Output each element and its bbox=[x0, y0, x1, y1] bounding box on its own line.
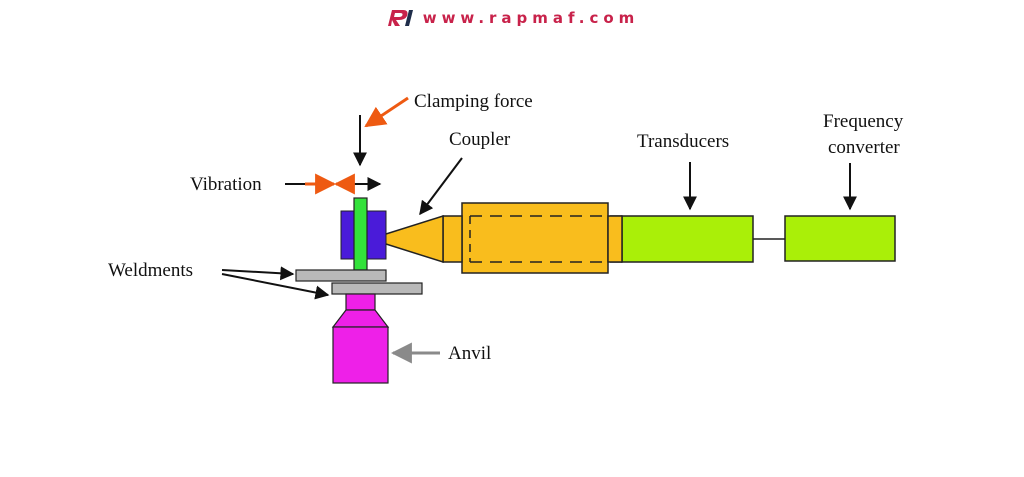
transducer-box bbox=[621, 215, 754, 263]
weldment-lower bbox=[331, 282, 423, 295]
label-converter: converter bbox=[828, 137, 900, 158]
site-header: www.rapmaf.com bbox=[0, 4, 1024, 32]
label-vibration: Vibration bbox=[190, 174, 262, 195]
label-weldments: Weldments bbox=[108, 260, 193, 281]
label-anvil: Anvil bbox=[448, 343, 491, 364]
coupler-neck bbox=[442, 215, 463, 263]
label-coupler: Coupler bbox=[449, 129, 511, 150]
coupler-arrow bbox=[419, 157, 463, 216]
clamping-force-label-arrow bbox=[364, 96, 409, 128]
coupler-cone bbox=[367, 214, 444, 264]
label-transducers: Transducers bbox=[637, 131, 729, 152]
transducer-flange bbox=[607, 215, 623, 263]
sonotrode-rod bbox=[353, 197, 368, 271]
label-frequency: Frequency bbox=[823, 111, 904, 132]
label-clamping-force: Clamping force bbox=[414, 91, 533, 112]
site-url[interactable]: www.rapmaf.com bbox=[422, 9, 640, 27]
weldments-arrow-lower bbox=[221, 273, 330, 300]
anvil-base bbox=[332, 326, 389, 384]
rapmaf-logo-icon bbox=[387, 10, 413, 26]
weldment-upper bbox=[295, 269, 387, 282]
weldments-arrow-upper bbox=[221, 266, 295, 281]
anvil-top bbox=[345, 293, 376, 311]
frequency-converter-box bbox=[784, 215, 896, 262]
anvil-shoulder bbox=[331, 309, 390, 328]
